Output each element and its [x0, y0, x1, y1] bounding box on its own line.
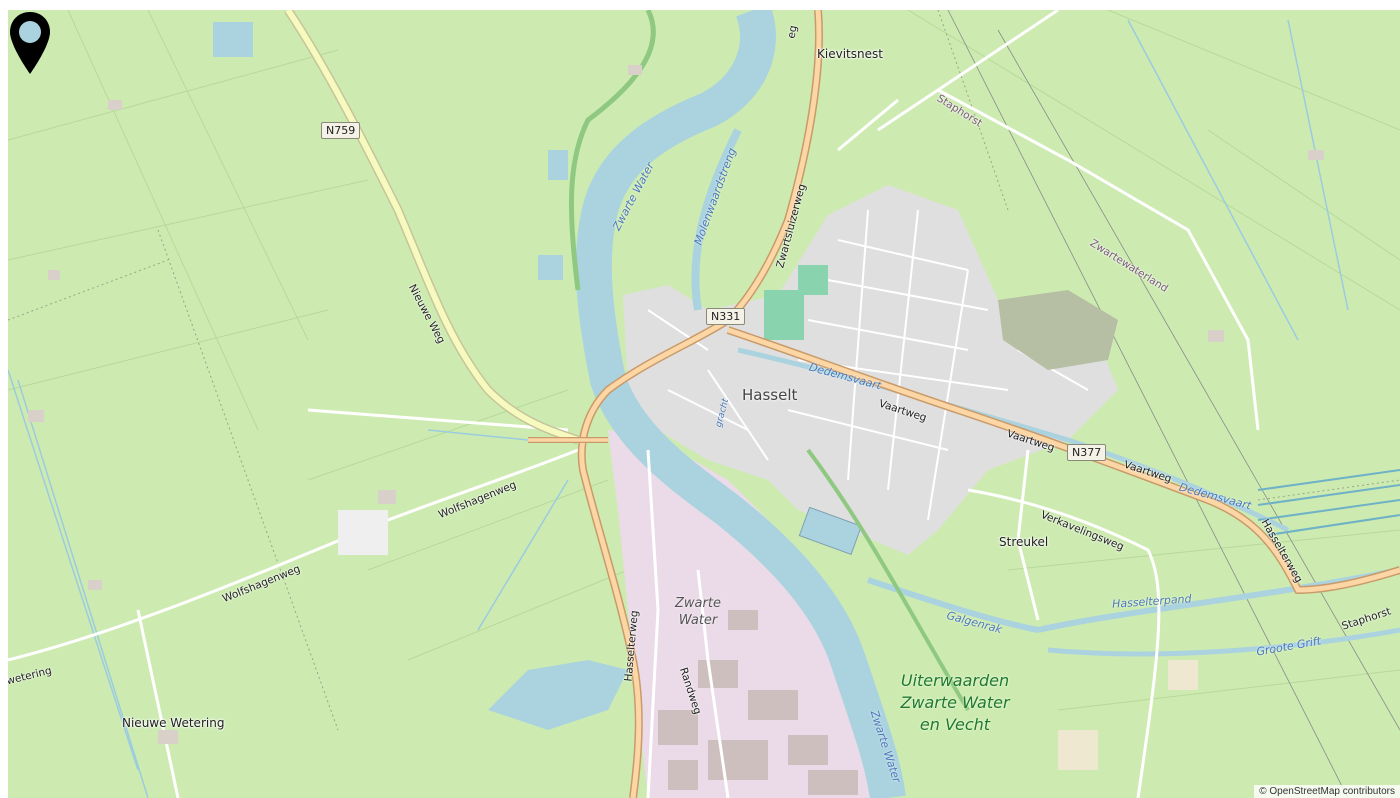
place-label-nieuwe-wetering: Nieuwe Wetering	[122, 716, 225, 730]
area-label-zwarte-water-industrial: Zwarte Water	[675, 596, 721, 628]
map-tiles	[8, 10, 1400, 798]
place-label-kievitsnest: Kievitsnest	[817, 47, 883, 61]
area-label-uiterwaarden: Uiterwaarden Zwarte Water en Vecht	[900, 671, 1010, 734]
map-attribution[interactable]: © OpenStreetMap contributors	[1254, 785, 1400, 798]
route-shield-n759: N759	[321, 122, 361, 139]
road-label-zwartsluizerweg-north: eg	[785, 24, 800, 40]
map-pin-icon[interactable]	[8, 10, 52, 76]
route-shield-n331: N331	[706, 308, 746, 325]
place-label-hasselt: Hasselt	[742, 386, 798, 404]
map-viewport[interactable]: Kievitsnest Hasselt Streukel Nieuwe Wete…	[8, 10, 1400, 798]
place-label-streukel: Streukel	[999, 535, 1049, 549]
route-shield-n377: N377	[1067, 444, 1107, 461]
